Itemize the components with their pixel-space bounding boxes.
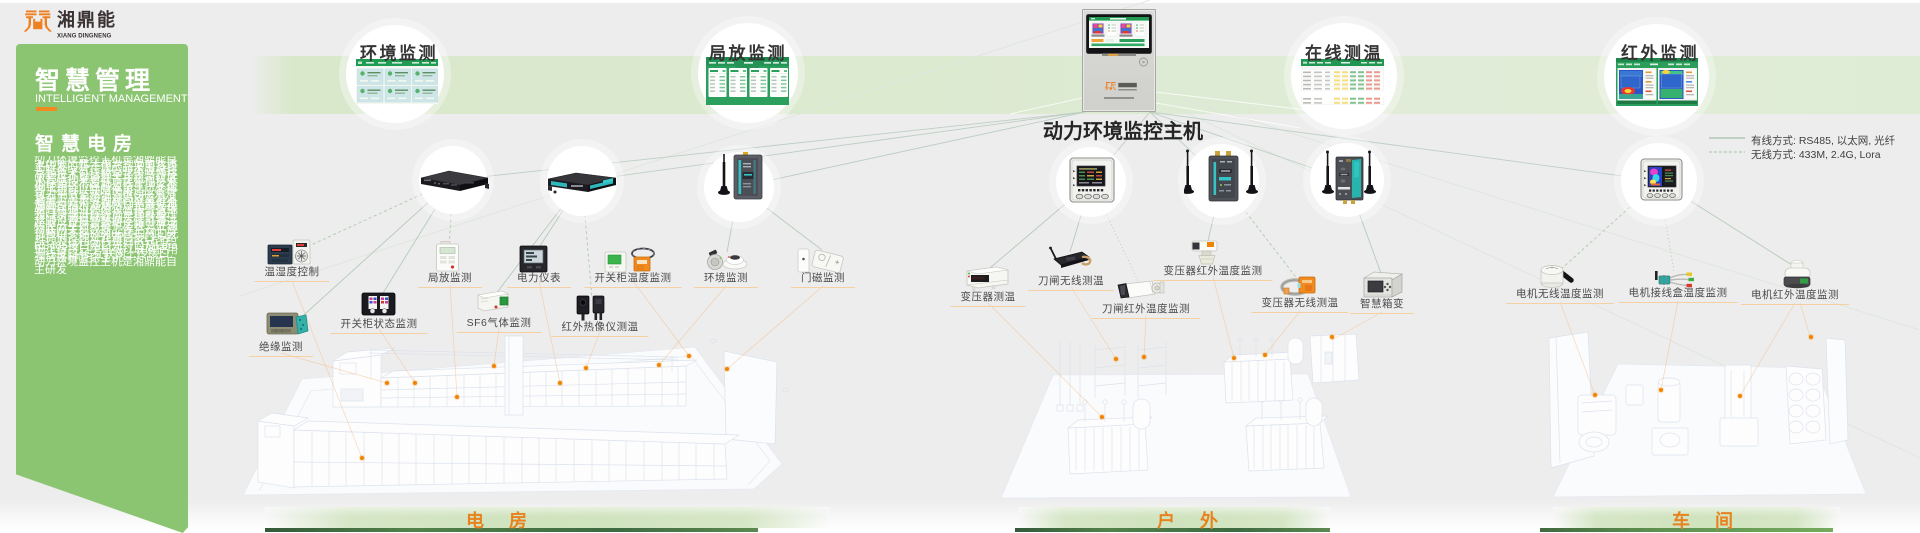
svg-text:XIANG DINGNENG: XIANG DINGNENG	[57, 34, 112, 40]
svg-text:湘鼎能: 湘鼎能	[57, 10, 117, 30]
